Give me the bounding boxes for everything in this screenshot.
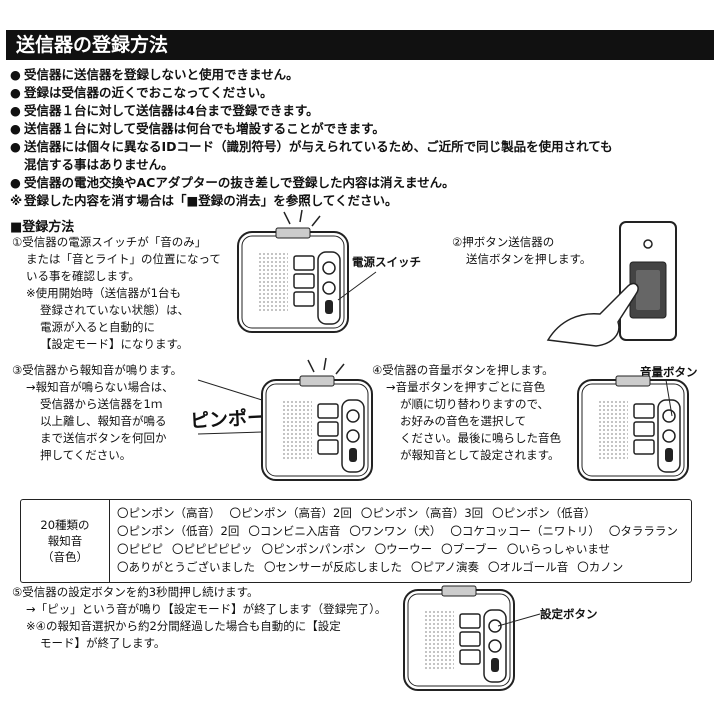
step3-note: 押してください。: [40, 448, 132, 462]
step3-line: ③受信器から報知音が鳴ります。: [12, 363, 183, 377]
bullet-marker: ●: [10, 175, 21, 190]
bullet-text: 送信器１台に対して受信器は何台でも増設することができます。: [24, 121, 385, 136]
receiver-illustration-1: [237, 209, 349, 333]
sound-label-line: 報知音: [47, 534, 83, 548]
step1-note: 電源が入ると自動的に: [40, 320, 155, 334]
step2-line: ②押ボタン送信器の: [452, 235, 555, 249]
bullet-marker: ●: [10, 139, 21, 154]
sound-option: 〇カノン: [577, 560, 624, 574]
sound-option: 〇ピンポンパンポン: [261, 542, 366, 556]
bullet-item: ●受信器に送信器を登録しないと使用できません。: [10, 66, 710, 84]
bullet-text: 受信器の電池交換やACアダプターの抜き差しで登録した内容は消えません。: [24, 175, 455, 190]
bullet-text: 送信器には個々に異なるIDコード（識別符号）が与えられているため、ご近所で同じ製…: [24, 139, 613, 154]
sound-option: 〇ピンポン（低音）2回: [117, 524, 240, 538]
step1-line: いる事を確認します。: [26, 269, 140, 283]
power-switch-callout: 電源スイッチ: [352, 255, 421, 269]
step5-text: ⑤受信器の設定ボタンを約3秒間押し続けます。 →「ピッ」という音が鳴り【設定モー…: [12, 584, 386, 652]
step3-note: まで送信ボタンを何回か: [40, 431, 167, 445]
sound-option: 〇ピンポン（低音）: [492, 506, 596, 520]
step3-note: →報知音が鳴らない場合は、: [26, 380, 174, 394]
page-title: 送信器の登録方法: [6, 30, 714, 60]
step1-text: ①受信器の電源スイッチが「音のみ」 または「音とライト」の位置になって いる事を…: [12, 234, 221, 353]
receiver-illustration-3: [577, 375, 689, 481]
sound-option: 〇ピピピピピッ: [172, 542, 253, 556]
sound-option: 〇ピンポン（高音）: [117, 506, 221, 520]
step4-text: ④受信器の音量ボタンを押します。 →音量ボタンを押すごとに音色 が順に切り替わり…: [372, 362, 561, 464]
step1-line: ①受信器の電源スイッチが「音のみ」: [12, 235, 207, 249]
sound-option: 〇コケコッコー（ニワトリ）: [450, 524, 600, 538]
step4-note: お好みの音色を選択して: [400, 414, 527, 428]
bullet-text: 受信器１台に対して送信器は4台まで登録できます。: [24, 103, 319, 118]
bullet-marker: ※: [10, 193, 23, 208]
receiver-illustration-4: [403, 585, 515, 691]
sound-label-line: （音色）: [42, 550, 88, 564]
sound-list-label: 20種類の 報知音 （音色）: [21, 500, 110, 582]
bullet-marker: ●: [10, 103, 21, 118]
step4-note: →音量ボタンを押すごとに音色: [386, 380, 546, 394]
bullet-marker: ●: [10, 121, 21, 136]
step5-note: モード】が終了します。: [40, 636, 166, 650]
sound-option: 〇ピアノ演奏: [411, 560, 479, 574]
bullet-marker: ●: [10, 67, 21, 82]
bullet-text: 登録した内容を消す場合は「■登録の消去」を参照してください。: [24, 193, 398, 208]
sound-option: 〇コンビニ入店音: [248, 524, 341, 538]
sound-option: 〇ワンワン（犬）: [349, 524, 442, 538]
step4-line: ④受信器の音量ボタンを押します。: [372, 363, 554, 377]
chime-sound-text: ピンポーン: [189, 405, 285, 433]
sound-option: 〇ピンポン（高音）3回: [360, 506, 484, 520]
sound-option: 〇オルゴール音: [487, 560, 569, 574]
sound-option: 〇タラララン: [608, 524, 678, 538]
bullet-text: 受信器に送信器を登録しないと使用できません。: [24, 67, 299, 82]
bullet-item: 混信する事はありません。: [10, 156, 710, 174]
sound-option: 〇ピピピ: [117, 542, 163, 556]
bullet-text: 混信する事はありません。: [24, 157, 174, 172]
bullet-item: ●送信器には個々に異なるIDコード（識別符号）が与えられているため、ご近所で同じ…: [10, 138, 710, 156]
step2-line: 送信ボタンを押します。: [466, 252, 592, 266]
step3-note: 以上離し、報知音が鳴る: [40, 414, 167, 428]
step1-note: ※使用開始時（送信器が1台も: [26, 286, 181, 300]
step1-note: 登録されていない状態）は、: [40, 303, 190, 317]
bullet-list: ●受信器に送信器を登録しないと使用できません。●登録は受信器の近くでおこなってく…: [10, 66, 710, 210]
section-heading: ■登録方法: [10, 220, 75, 235]
sound-option: 〇ありがとうございました: [117, 560, 255, 574]
sound-option: 〇ピンポン（高音）2回: [229, 506, 352, 520]
step1-note: 【設定モード】になります。: [40, 337, 189, 351]
step2-text: ②押ボタン送信器の 送信ボタンを押します。: [452, 234, 591, 268]
sound-list-box: 20種類の 報知音 （音色） 〇ピンポン（高音）〇ピンポン（高音）2回〇ピンポン…: [20, 499, 692, 583]
transmitter-illustration: [619, 221, 677, 341]
sound-option: 〇ウーウー: [374, 542, 433, 556]
step5-note: ※④の報知音選択から約2分間経過した場合も自動的に【設定: [26, 619, 341, 633]
step4-note: が報知音として設定されます。: [400, 448, 560, 462]
setting-button-callout: 設定ボタン: [540, 607, 598, 621]
step5-line: ⑤受信器の設定ボタンを約3秒間押し続けます。: [12, 585, 259, 599]
step3-text: ③受信器から報知音が鳴ります。 →報知音が鳴らない場合は、 受信器から送信器を1…: [12, 362, 182, 464]
sound-option: 〇いらっしゃいませ: [506, 542, 611, 556]
sound-options: 〇ピンポン（高音）〇ピンポン（高音）2回〇ピンポン（高音）3回〇ピンポン（低音）…: [117, 504, 689, 576]
sound-option: 〇センサーが反応しました: [264, 560, 402, 574]
bullet-item: ●受信器１台に対して送信器は4台まで登録できます。: [10, 102, 710, 120]
bullet-item: ●登録は受信器の近くでおこなってください。: [10, 84, 710, 102]
bullet-item: ●受信器の電池交換やACアダプターの抜き差しで登録した内容は消えません。: [10, 174, 710, 192]
sound-label-line: 20種類の: [40, 518, 90, 532]
volume-button-callout: 音量ボタン: [640, 365, 698, 379]
bullet-text: 登録は受信器の近くでおこなってください。: [24, 85, 273, 100]
step4-note: ください。最後に鳴らした音色: [400, 431, 561, 445]
step1-line: または「音とライト」の位置になって: [26, 252, 221, 266]
step3-note: 受信器から送信器を1ｍ: [40, 397, 163, 411]
step5-note: →「ピッ」という音が鳴り【設定モード】が終了します（登録完了）。: [26, 602, 387, 616]
step4-note: が順に切り替わりますので、: [400, 397, 550, 411]
bullet-item: ●送信器１台に対して受信器は何台でも増設することができます。: [10, 120, 710, 138]
sound-option: 〇ブーブー: [441, 542, 498, 556]
bullet-item: ※登録した内容を消す場合は「■登録の消去」を参照してください。: [10, 192, 710, 210]
bullet-marker: ●: [10, 85, 21, 100]
